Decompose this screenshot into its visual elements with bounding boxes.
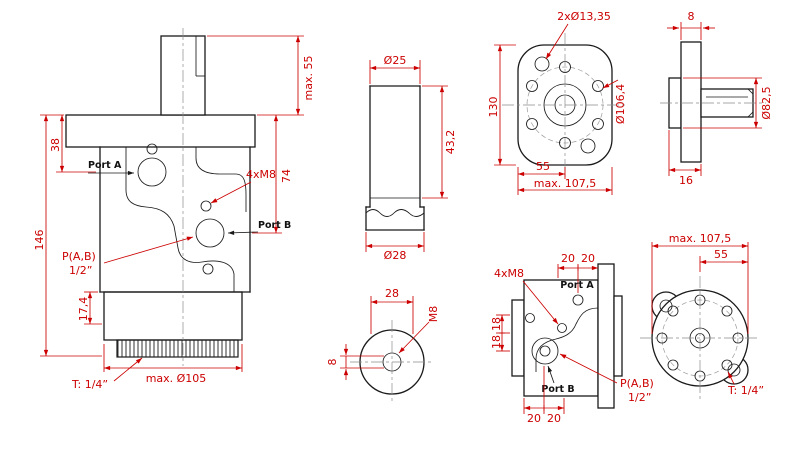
- dim-top-spacing-1: 20: [561, 252, 575, 265]
- dim-total-height: 146: [33, 230, 46, 251]
- dim-shaft-height: max. 55: [302, 56, 315, 101]
- dim-pilot-diameter: Ø82,5: [760, 86, 773, 119]
- dim-port-face-depth: 8: [326, 359, 339, 366]
- dim-side-spacing-2: 18: [490, 335, 503, 349]
- dim-top-spacing-2: 20: [581, 252, 595, 265]
- dim-flange-height: 130: [487, 97, 500, 118]
- dim-mount-holes: 2xØ13,35: [557, 10, 611, 23]
- flange-side-dimensions: 8 16 Ø82,5: [667, 10, 773, 187]
- dim-port-face-width: 28: [385, 287, 399, 300]
- port-b-label: Port B: [258, 220, 291, 231]
- bolt-spec-label: 4xM8: [494, 267, 524, 280]
- port-b-label: Port B: [541, 384, 574, 395]
- drain-port-label: T: 1/4”: [71, 378, 108, 391]
- dim-bottom-spacing-1: 20: [527, 412, 541, 425]
- shaft-view-geometry: [365, 85, 425, 231]
- dim-port-b-offset: 74: [280, 169, 293, 183]
- shaft-view: Ø25 43,2 Ø28: [365, 54, 457, 262]
- port-a-label: Port A: [88, 160, 122, 171]
- ports-size-label-1: P(A,B): [620, 377, 654, 390]
- port-side-geometry: [511, 263, 623, 409]
- dim-total-thickness: 16: [679, 174, 693, 187]
- rear-view-geometry: [640, 276, 760, 400]
- front-view-geometry: [65, 28, 256, 366]
- flange-face-dimensions: 2xØ13,35 130 Ø106,4 55 max. 107,5: [487, 10, 627, 195]
- dim-body-diameter: max. Ø105: [146, 372, 207, 385]
- thread-spec-label: M8: [427, 306, 440, 323]
- dim-flange-half-width: 55: [536, 160, 550, 173]
- port-a-label: Port A: [560, 280, 594, 291]
- ports-size-label-1: P(A,B): [62, 250, 96, 263]
- dim-step-height: 17,4: [77, 297, 90, 322]
- dim-rear-max-width: max. 107,5: [669, 232, 731, 245]
- dim-bottom-spacing-2: 20: [547, 412, 561, 425]
- flange-face-view: 2xØ13,35 130 Ø106,4 55 max. 107,5: [487, 10, 628, 195]
- dim-flange-max-width: max. 107,5: [534, 177, 596, 190]
- port-side-view: 4xM8 20 20 Port A 18 18 Port B P(A,B) 1/…: [490, 252, 654, 425]
- drain-port-label: T: 1/4”: [727, 384, 764, 397]
- dim-side-spacing-1: 18: [490, 317, 503, 331]
- ports-size-label-2: 1/2”: [69, 264, 92, 277]
- dim-shaft-length: 43,2: [444, 130, 457, 155]
- front-view-dimensions: max. 55 74 38 146 17,4 max. Ø105 T: 1/4”…: [33, 35, 315, 391]
- port-face-geometry: [350, 320, 434, 404]
- flange-side-geometry: [660, 41, 766, 163]
- ports-size-label-2: 1/2”: [628, 391, 651, 404]
- flange-side-view: 8 16 Ø82,5: [660, 10, 773, 187]
- flange-face-geometry: [502, 33, 628, 177]
- front-view: max. 55 74 38 146 17,4 max. Ø105 T: 1/4”…: [33, 28, 315, 391]
- bolt-spec-label: 4xM8: [246, 168, 276, 181]
- port-face-dimensions: 28 M8 8: [326, 287, 440, 380]
- dim-rear-half-width: 55: [714, 248, 728, 261]
- port-face-view: 28 M8 8: [326, 287, 440, 404]
- rear-view: max. 107,5 55 T: 1/4”: [640, 232, 764, 400]
- port-side-dimensions: 4xM8 20 20 Port A 18 18 Port B P(A,B) 1/…: [490, 252, 654, 425]
- shaft-view-dimensions: Ø25 43,2 Ø28: [365, 54, 457, 262]
- dim-port-a-offset: 38: [49, 138, 62, 152]
- dim-shaft-dia-top: Ø25: [384, 54, 407, 67]
- dim-shaft-dia-bottom: Ø28: [384, 249, 407, 262]
- dim-bolt-circle: Ø106,4: [614, 84, 627, 124]
- rear-view-dimensions: max. 107,5 55 T: 1/4”: [651, 232, 764, 397]
- dim-plate-thickness: 8: [688, 10, 695, 23]
